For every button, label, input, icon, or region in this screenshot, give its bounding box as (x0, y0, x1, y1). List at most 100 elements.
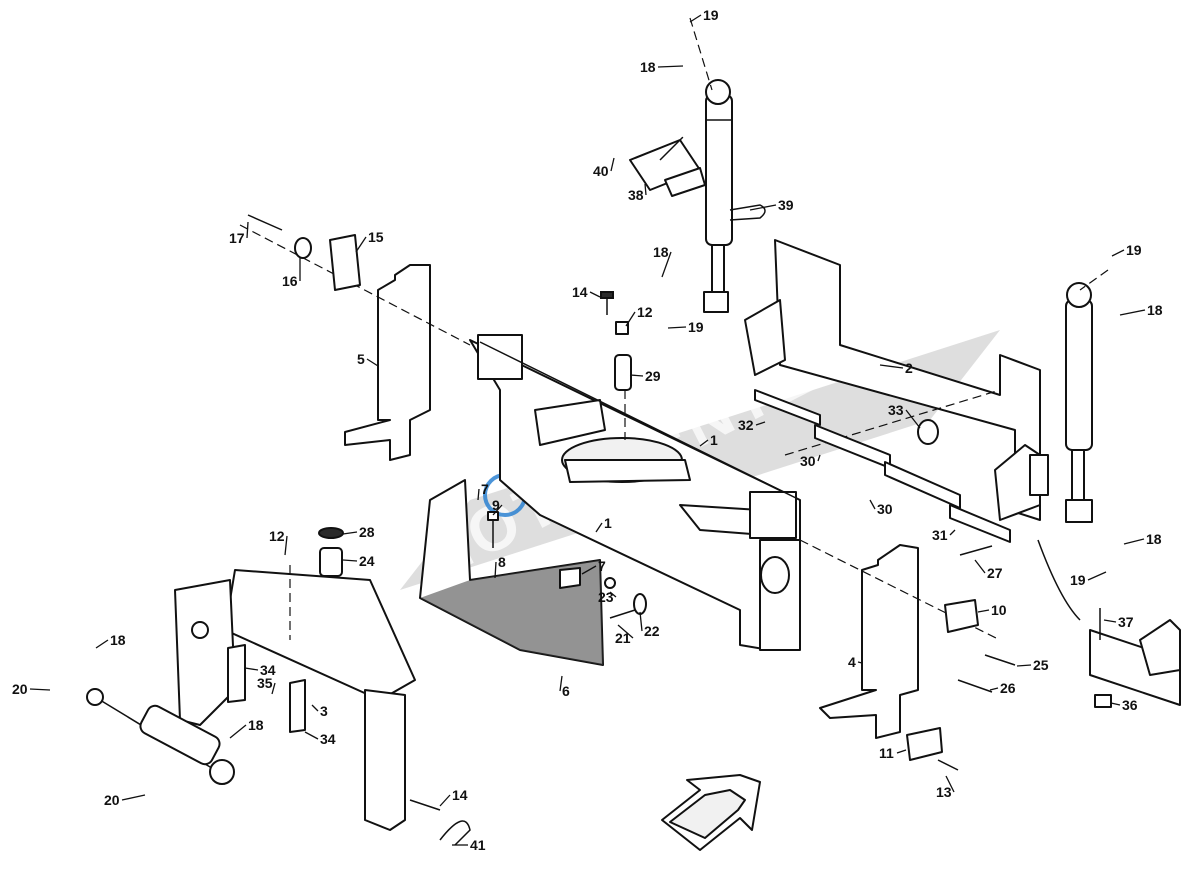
callout-16: 16 (282, 258, 301, 289)
callout-label: 12 (637, 304, 653, 320)
callout-19: 19 (1070, 571, 1107, 588)
callout-33: 33 (888, 402, 921, 429)
callout-leader-line (1103, 619, 1117, 623)
callout-leader-line (477, 488, 480, 501)
callout-39: 39 (749, 197, 794, 213)
bolt-13 (937, 759, 959, 771)
main-carriage-1 (469, 334, 801, 651)
callout-label: 31 (932, 527, 948, 543)
callout-labels: 1918403839171615141218192952191833321303… (12, 7, 1163, 853)
callout-5: 5 (357, 351, 379, 367)
callout-leader-line (857, 661, 863, 664)
callout-leader-line (595, 522, 603, 533)
callout-label: 26 (1000, 680, 1016, 696)
bolt-26 (957, 679, 993, 693)
callout-1: 1 (699, 432, 718, 448)
callout-9: 9 (492, 497, 503, 516)
callout-11: 11 (879, 745, 907, 761)
callout-label: 17 (229, 230, 245, 246)
callout-label: 7 (598, 558, 606, 574)
callout-label: 23 (598, 589, 614, 605)
callout-leader-line (1111, 249, 1125, 257)
callout-14: 14 (439, 787, 468, 807)
callout-leader-line (1110, 702, 1121, 706)
callout-label: 30 (800, 453, 816, 469)
callout-leader-line (869, 499, 876, 510)
callout-label: 8 (498, 554, 506, 570)
upright-4 (799, 539, 1001, 739)
callout-leader-line (989, 687, 999, 691)
callout-18: 18 (1123, 531, 1162, 547)
callout-leader-line (639, 611, 643, 632)
callout-leader-line (896, 749, 907, 754)
callout-37: 37 (1103, 614, 1134, 630)
callout-leader-line (749, 204, 777, 211)
callout-27: 27 (974, 559, 1003, 581)
plate-10 (944, 599, 979, 633)
bracket-34-a (227, 644, 246, 703)
washer-22 (633, 593, 647, 615)
callout-leader-line (610, 157, 615, 172)
callout-leader-line (689, 14, 702, 23)
bolt-17 (247, 214, 283, 231)
callout-label: 10 (991, 602, 1007, 618)
callout-label: 18 (640, 59, 656, 75)
callout-12: 12 (625, 304, 653, 327)
callout-label: 7 (481, 481, 489, 497)
callout-label: 3 (320, 703, 328, 719)
callout-30: 30 (800, 453, 821, 469)
callout-18: 18 (1119, 302, 1163, 318)
callout-leader-line (494, 561, 497, 579)
guard-6 (419, 479, 604, 666)
callout-label: 14 (572, 284, 588, 300)
callout-leader-line (1119, 309, 1146, 316)
callout-leader-line (755, 421, 766, 426)
bushing-24 (319, 547, 343, 577)
plate-11 (906, 727, 943, 761)
callout-label: 35 (257, 675, 273, 691)
callout-17: 17 (229, 221, 249, 246)
callout-label: 27 (987, 565, 1003, 581)
callout-leader-line (1087, 571, 1107, 581)
callout-21: 21 (615, 624, 634, 646)
callout-19: 19 (667, 319, 704, 335)
callout-leader-line (366, 358, 379, 367)
callout-label: 2 (905, 360, 913, 376)
callout-18: 18 (640, 59, 684, 75)
callout-15: 15 (355, 229, 384, 253)
callout-40: 40 (593, 157, 615, 179)
callout-label: 18 (1146, 531, 1162, 547)
callout-label: 34 (320, 731, 336, 747)
callout-41: 41 (452, 837, 486, 853)
callout-3: 3 (311, 703, 328, 719)
callout-leader-line (246, 221, 249, 239)
callout-label: 32 (738, 417, 754, 433)
spacer-33 (917, 419, 939, 445)
right-pivot-bracket (994, 444, 1049, 521)
nut-12-top (615, 321, 629, 335)
washer-28 (318, 527, 344, 539)
callout-25: 25 (1016, 657, 1049, 673)
callout-20: 20 (104, 792, 146, 808)
callout-label: 20 (12, 681, 28, 697)
callout-8: 8 (494, 554, 506, 579)
callout-2: 2 (879, 360, 913, 376)
callout-leader-line (617, 624, 634, 639)
callout-leader-line (977, 609, 990, 613)
callout-leader-line (1123, 538, 1145, 545)
callout-label: 19 (1126, 242, 1142, 258)
callout-label: 21 (615, 630, 631, 646)
callout-leader-line (244, 667, 259, 671)
callout-18: 18 (653, 244, 672, 278)
bracket-34-b (289, 679, 306, 733)
callout-leader-line (581, 565, 597, 575)
callout-label: 36 (1122, 697, 1138, 713)
callout-30: 30 (869, 499, 893, 517)
callout-leader-line (629, 374, 644, 377)
callout-label: 12 (269, 528, 285, 544)
callout-leader-line (342, 531, 358, 535)
bolt-14-top (600, 291, 614, 315)
callout-18: 18 (95, 632, 126, 649)
callout-leader-line (311, 704, 319, 712)
bolt-21 (609, 609, 636, 619)
